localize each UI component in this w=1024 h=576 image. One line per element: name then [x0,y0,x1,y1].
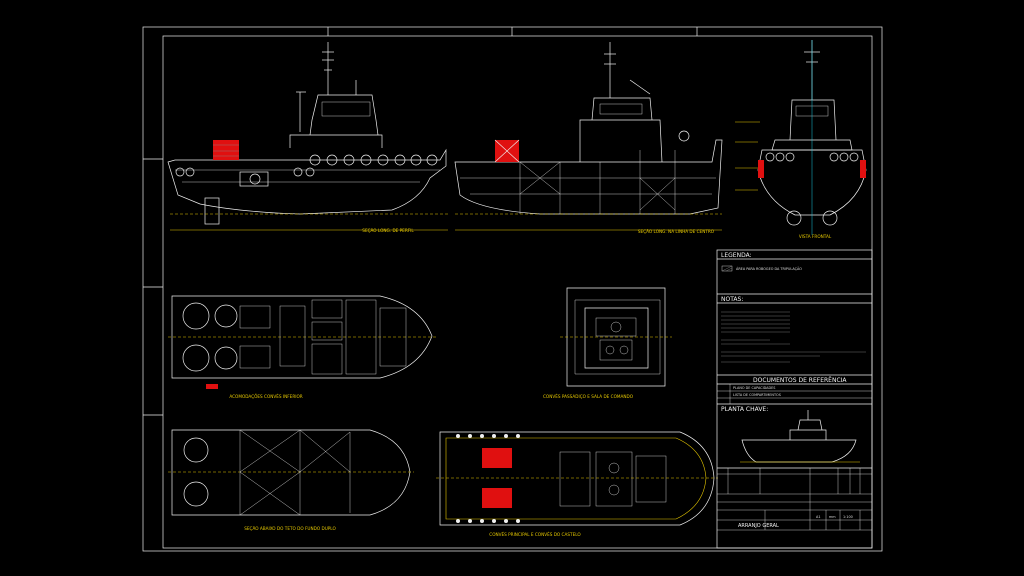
inner-border [162,35,873,549]
profile-caption: SEÇÃO LONG. DE PERFIL [362,228,414,233]
references-title: DOCUMENTOS DE REFERÊNCIA [753,376,847,384]
legend-swatch [721,265,733,272]
key-plan-sketch [740,410,860,463]
outer-border [142,26,883,552]
legend-title: LEGENDA: [721,252,752,259]
double-bottom-plan: SEÇÃO ABAIXO DO TETO DO FUNDO DUPLO [168,429,414,531]
profile-view: SEÇÃO LONG. DE PERFIL [167,42,448,233]
notes-text-lines [721,311,866,363]
title-block-unit: mm [829,515,836,519]
deck-winch-highlight-1 [482,448,512,468]
title-block-scale: 1:100 [843,515,853,519]
drawing-title: ARRANJO GERAL [738,523,779,529]
double-bottom-caption: SEÇÃO ABAIXO DO TETO DO FUNDO DUPLO [244,526,336,531]
reference-item-1: PLANO DE CAPACIDADES [733,386,775,390]
bridge-caption: CONVÉS PASSADIÇO E SALA DE COMANDO [543,394,634,399]
front-caption: VISTA FRONTAL [799,234,832,239]
reference-item-2: LISTA DE COMPARTIMENTOS [733,393,781,397]
lower-deck-caption: ACOMODAÇÕES CONVÉS INFERIOR [229,394,302,399]
front-view: VISTA FRONTAL [735,40,867,239]
main-deck-plan: CONVÉS PRINCIPAL E CONVÉS DO CASTELO [436,431,718,537]
winch-highlight [213,140,239,160]
center-caption: SEÇÃO LONG. NA LINHA DE CENTRO [638,229,715,234]
title-block-format: A1 [816,515,820,519]
deck-winch-highlight-2 [482,488,512,508]
key-plan-title: PLANTA CHAVE: [721,406,768,413]
main-deck-caption: CONVÉS PRINCIPAL E CONVÉS DO CASTELO [489,532,581,537]
lower-deck-plan: ACOMODAÇÕES CONVÉS INFERIOR [168,295,436,399]
notes-title: NOTAS: [721,296,743,303]
legend-item: ÁREA PARA ROBOGEO DA TRIPULAÇÃO [736,266,802,271]
bridge-plan: CONVÉS PASSADIÇO E SALA DE COMANDO [543,287,672,399]
right-panel: LEGENDA: ÁREA PARA ROBOGEO DA TRIPULAÇÃO… [716,249,873,549]
centerline-view: SEÇÃO LONG. NA LINHA DE CENTRO [454,42,723,234]
border-ticks [143,27,698,416]
